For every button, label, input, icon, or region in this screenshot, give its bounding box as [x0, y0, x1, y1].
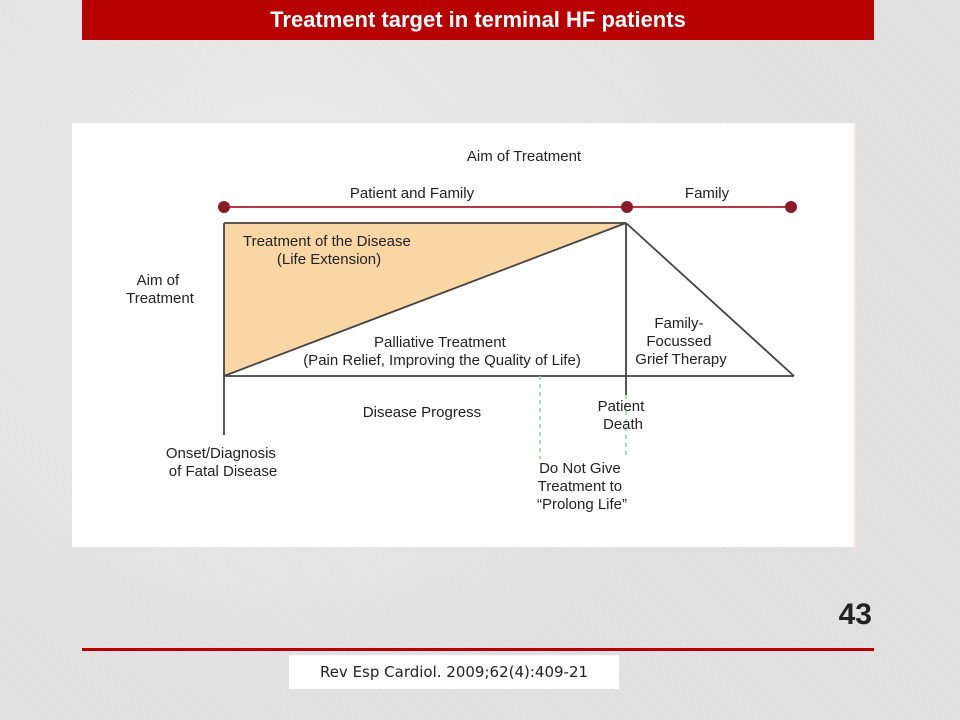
- treatment-aim-diagram: Aim of Treatment Patient and Family Fami…: [126, 123, 856, 547]
- frame-diagonal: [223, 222, 627, 377]
- title-bar: Treatment target in terminal HF patients: [82, 0, 874, 40]
- disease-treatment-label: Treatment of the Disease (Life Extension…: [243, 233, 415, 268]
- diagram-figure: Aim of Treatment Patient and Family Fami…: [72, 123, 856, 547]
- page-number: 43: [838, 598, 872, 631]
- footer-divider: [82, 648, 874, 651]
- no-prolong-label: Do Not Give Treatment to “Prolong Life”: [537, 460, 627, 513]
- citation-box: Rev Esp Cardiol. 2009;62(4):409-21: [289, 655, 619, 689]
- grief-therapy-label: Family- Focussed Grief Therapy: [635, 315, 727, 368]
- timeline-death-dot: [621, 201, 633, 213]
- citation-text: Rev Esp Cardiol. 2009;62(4):409-21: [319, 663, 589, 681]
- palliative-label: Palliative Treatment (Pain Relief, Impro…: [303, 334, 581, 369]
- phase-family-label: Family: [685, 185, 730, 202]
- phase-patient-family-label: Patient and Family: [350, 185, 475, 202]
- timeline-start-dot: [218, 201, 230, 213]
- grief-slope: [625, 222, 795, 377]
- aim-header-label: Aim of Treatment: [467, 148, 582, 165]
- onset-label: Onset/Diagnosis of Fatal Disease: [166, 445, 280, 480]
- timeline-end-dot: [785, 201, 797, 213]
- side-aim-label: Aim of Treatment: [126, 272, 195, 307]
- disease-progress-label: Disease Progress: [363, 404, 481, 421]
- patient-death-label: Patient Death: [598, 398, 649, 433]
- slide-title: Treatment target in terminal HF patients: [270, 7, 686, 32]
